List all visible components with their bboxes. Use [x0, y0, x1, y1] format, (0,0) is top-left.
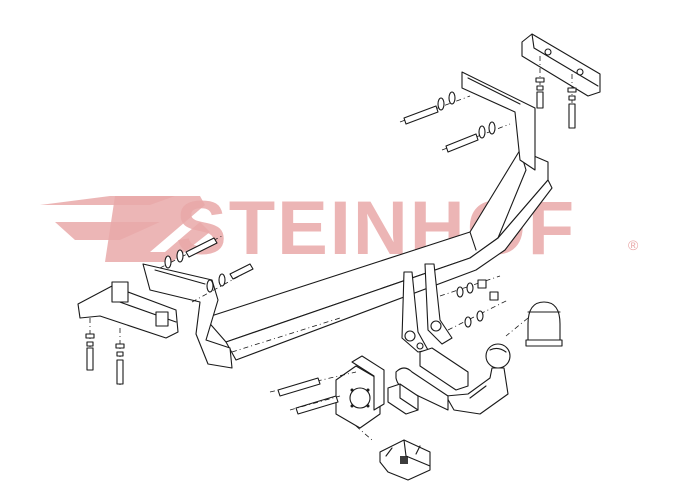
registered-mark-icon: ® [628, 237, 639, 253]
steinhof-logo: STEINHOF ® [40, 186, 639, 271]
left-side-bolts [159, 235, 255, 303]
upper-bolts [399, 91, 511, 153]
center-nuts [439, 275, 509, 331]
left-mounting-bracket [77, 281, 179, 386]
right-mounting-bracket [521, 33, 601, 129]
ball-cap [505, 301, 563, 347]
ball-clamp-plate [387, 347, 469, 415]
electrical-socket-plate [269, 355, 385, 441]
tow-ball-neck [445, 343, 511, 415]
electrical-socket [379, 439, 431, 481]
